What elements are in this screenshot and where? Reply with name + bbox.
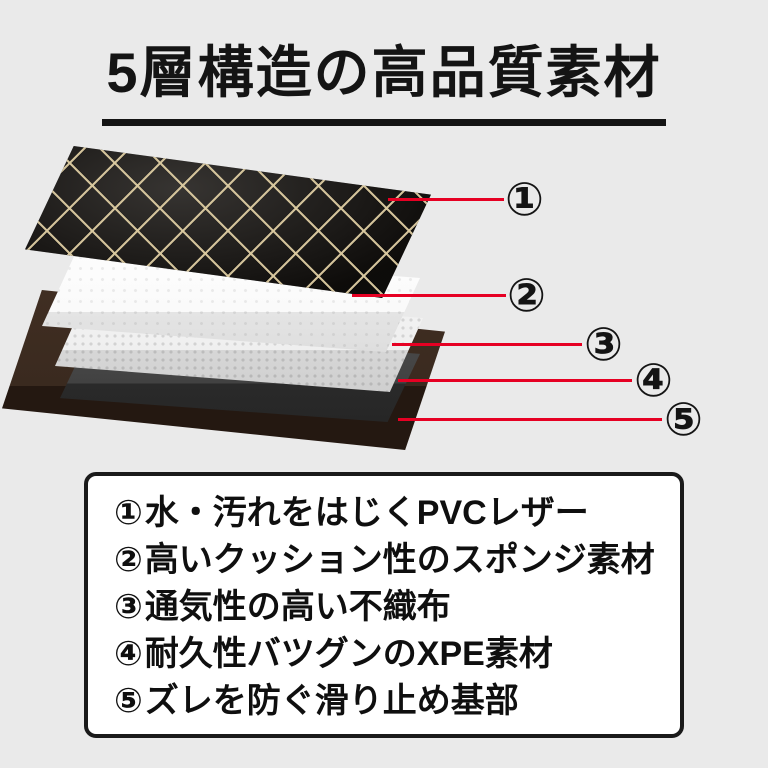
callouts: ① ② ③ ④ ⑤ [0,140,768,462]
header: 5層構造の高品質素材 [0,28,768,126]
legend-item-2-number: ② [114,541,143,579]
legend-item-5-number: ⑤ [114,682,143,720]
legend-item-3-text: 通気性の高い不織布 [144,588,451,626]
legend-item-4: ④耐久性バツグンのXPE素材 [114,631,654,678]
callout-number-5: ⑤ [664,393,703,446]
legend-item-5-text: ズレを防ぐ滑り止め基部 [144,682,519,720]
legend-item-2-text: 高いクッション性のスポンジ素材 [144,541,655,579]
callout-line-3 [392,343,582,346]
callout-number-3: ③ [584,318,623,371]
legend-item-2: ②高いクッション性のスポンジ素材 [114,537,655,584]
legend-item-5: ⑤ズレを防ぐ滑り止め基部 [114,678,654,725]
legend-item-3-number: ③ [114,588,143,626]
page-title: 5層構造の高品質素材 [102,28,666,126]
legend-item-1-text: 水・汚れをはじくPVCレザー [144,494,589,532]
callout-line-4 [398,379,632,382]
callout-line-2 [352,294,506,297]
legend-item-3: ③通気性の高い不織布 [114,584,654,631]
legend-item-4-text: 耐久性バツグンのXPE素材 [144,635,553,673]
callout-line-5 [398,418,662,421]
callout-number-4: ④ [634,354,673,407]
callout-number-1: ① [505,173,544,226]
material-layers-diagram: ① ② ③ ④ ⑤ [0,140,768,462]
callout-number-2: ② [507,269,546,322]
callout-line-1 [388,198,504,201]
legend-box: ①水・汚れをはじくPVCレザー ②高いクッション性のスポンジ素材 ③通気性の高い… [84,472,684,738]
legend-item-1: ①水・汚れをはじくPVCレザー [114,490,654,537]
legend-item-4-number: ④ [114,635,143,673]
legend-item-1-number: ① [114,494,143,532]
